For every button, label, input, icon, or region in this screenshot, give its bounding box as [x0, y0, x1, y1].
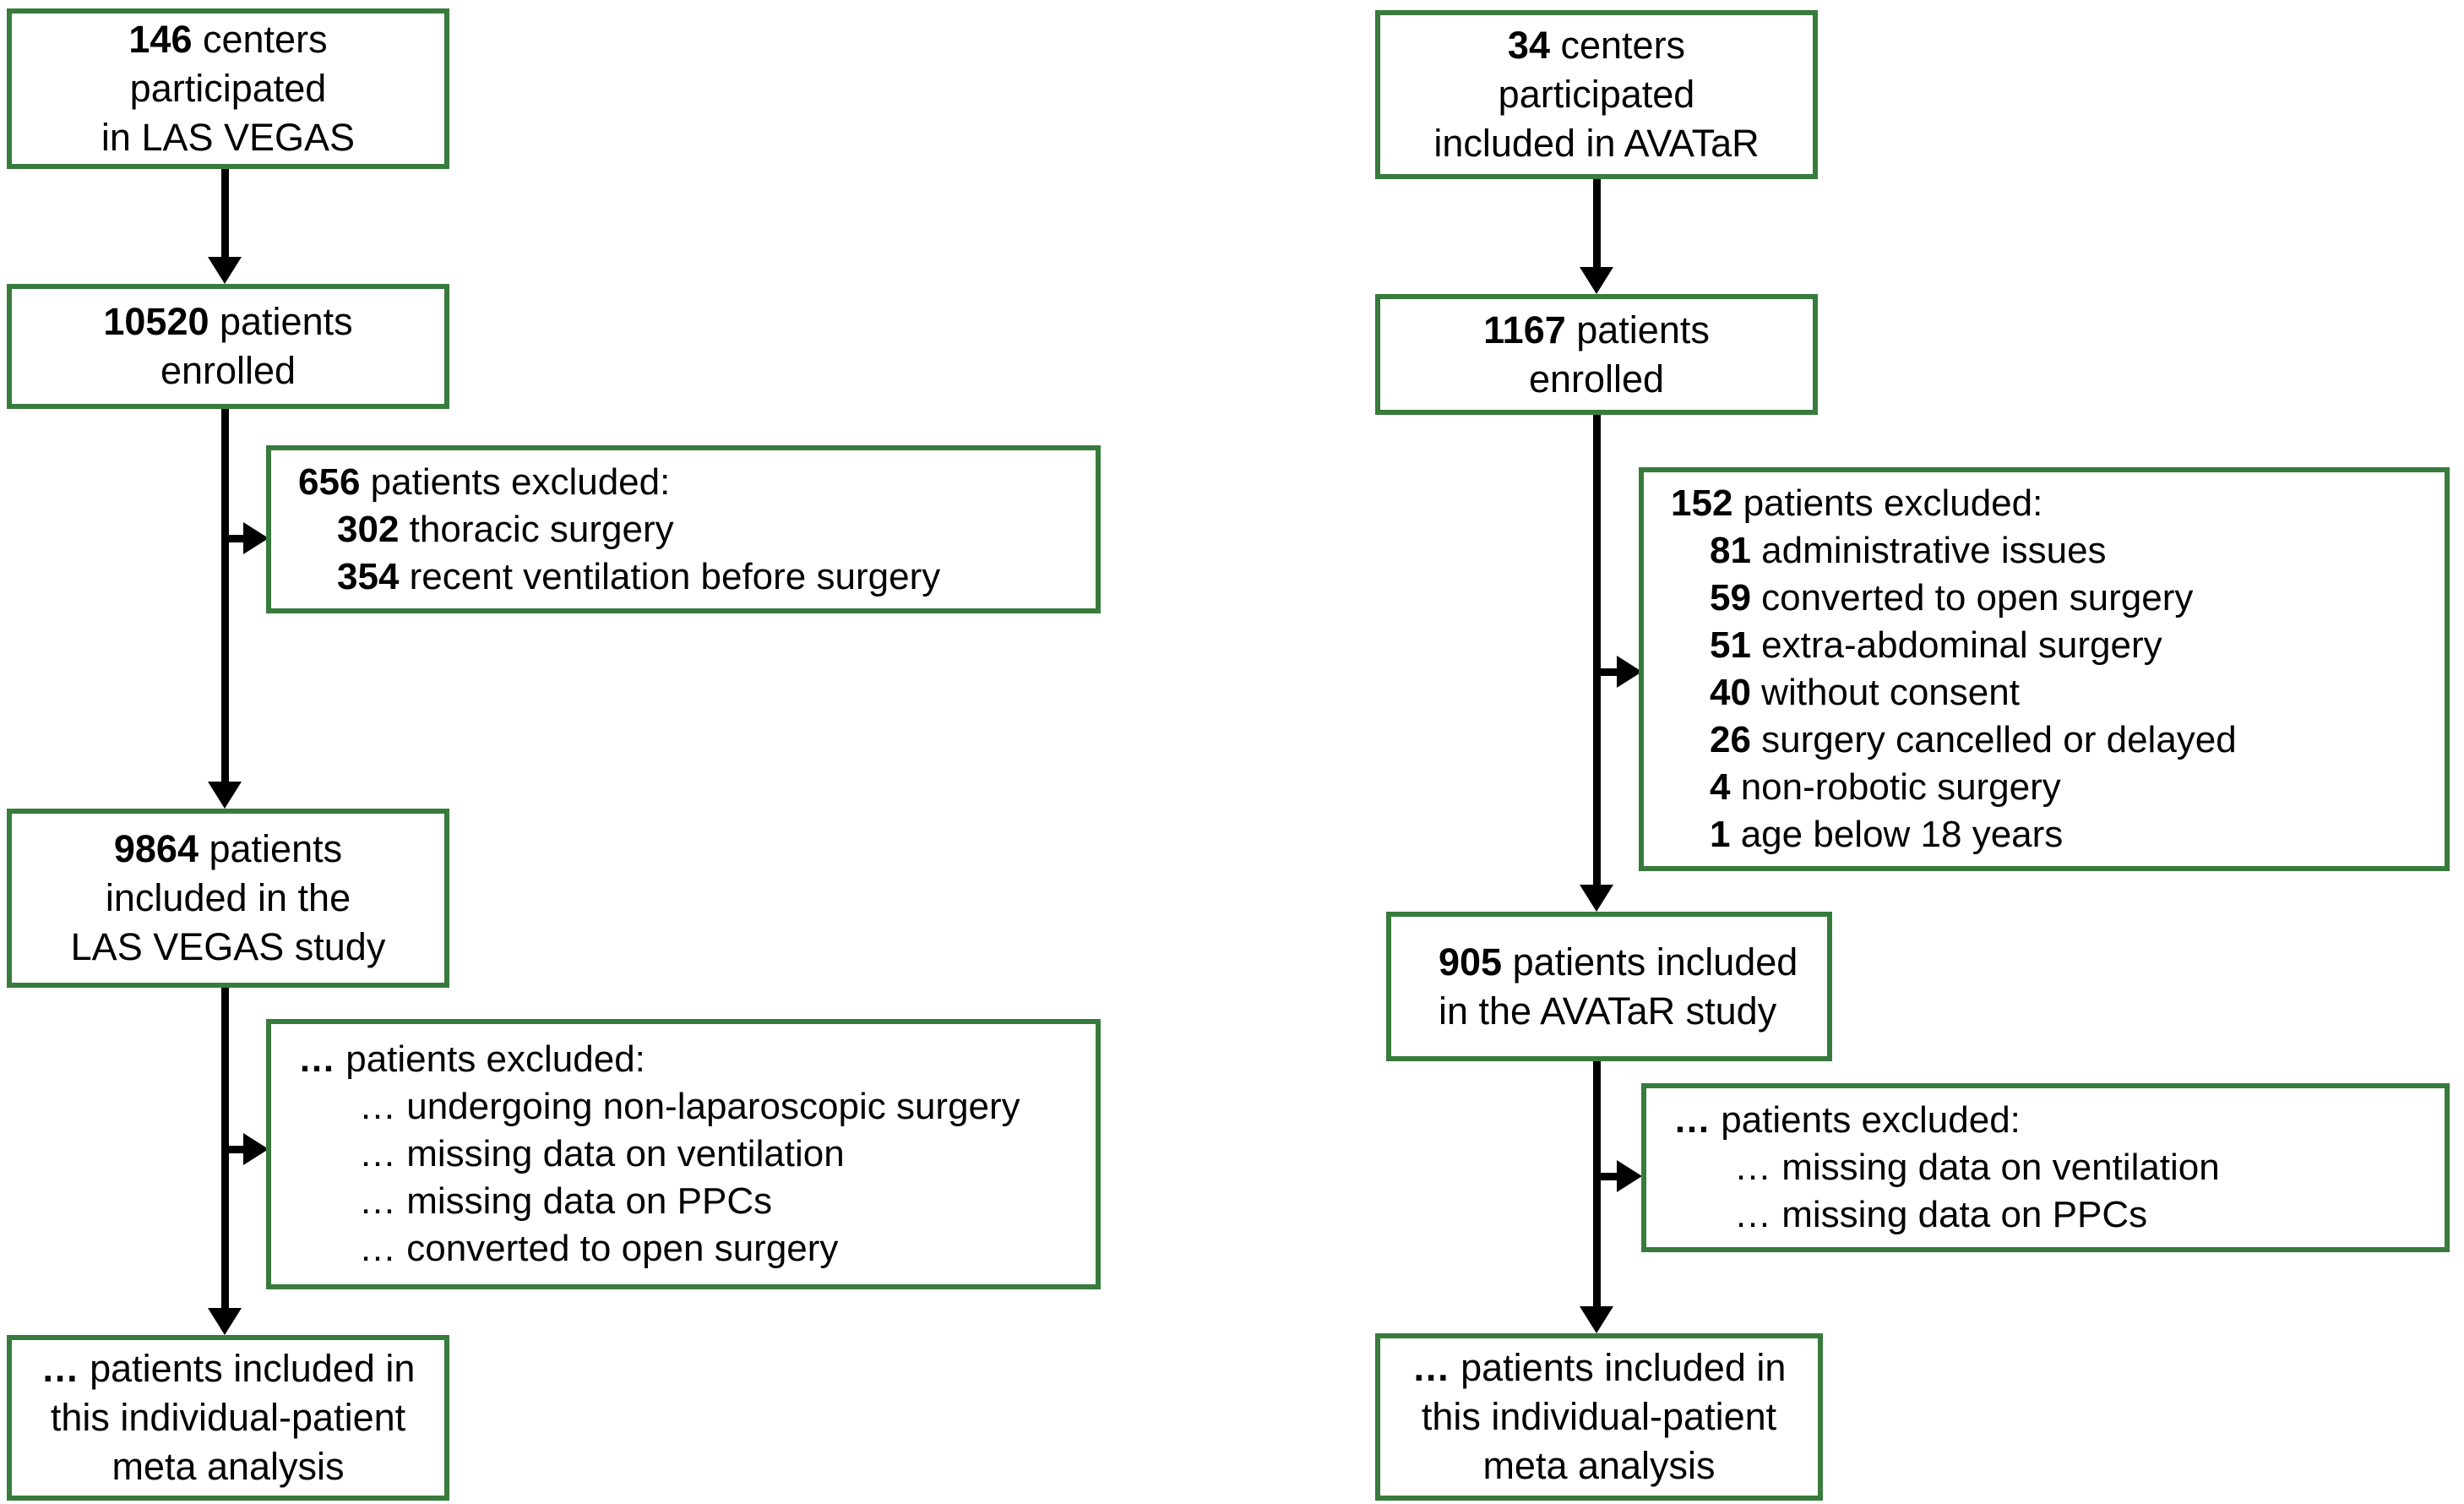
av-included-box: 905 patients included in the AVATaR stud… [1386, 912, 1832, 1061]
exclusion-header: … patients excluded: [1673, 1099, 2021, 1141]
box-line: … patients included in [1411, 1346, 1787, 1389]
exclusion-item: 302 thoracic surgery [337, 508, 674, 550]
box-line: 10520 patients [103, 300, 353, 343]
exclusion-item: 26 surgery cancelled or delayed [1710, 719, 2237, 760]
exclusion-item: … missing data on PPCs [359, 1180, 773, 1222]
av-enrolled-box: 1167 patients enrolled [1375, 294, 1818, 415]
lv-centers-box: 146 centers participated in LAS VEGAS [7, 8, 449, 169]
box-line: enrolled [1528, 357, 1665, 401]
box-line: LAS VEGAS study [70, 925, 386, 968]
av-arrow-down-3 [1593, 1061, 1601, 1306]
box-line: 146 centers [128, 18, 328, 61]
box-line: in the AVATaR study [1439, 989, 1777, 1033]
lv-enrolled-box: 10520 patients enrolled [7, 284, 449, 409]
lv-branch-arrow-2 [225, 1146, 250, 1153]
box-line: enrolled [160, 349, 296, 392]
av-branch-arrow-1 [1596, 668, 1622, 676]
lv-arrow-down-2 [221, 409, 229, 783]
exclusion-item: … missing data on PPCs [1734, 1194, 2148, 1235]
exclusion-item: 59 converted to open surgery [1710, 577, 2194, 618]
exclusion-item: 51 extra-abdominal surgery [1710, 624, 2162, 666]
av-arrow-down-2-head [1580, 885, 1613, 912]
lv-included-box: 9864 patients included in the LAS VEGAS … [7, 809, 449, 988]
box-line: included in AVATaR [1433, 122, 1760, 165]
box-line: participated [129, 67, 327, 110]
box-line: participated [1498, 73, 1695, 116]
av-arrow-down-2 [1593, 415, 1601, 885]
exclusion-item: 40 without consent [1710, 672, 2020, 713]
av-branch-arrow-1-head [1617, 656, 1642, 688]
exclusion-header: … patients excluded: [298, 1038, 645, 1080]
exclusion-item: … missing data on ventilation [1734, 1147, 2220, 1188]
box-line: 9864 patients [113, 827, 343, 870]
box-line: this individual-patient [50, 1396, 406, 1439]
av-arrow-down-3-head [1580, 1306, 1613, 1333]
lv-arrow-down-1 [221, 169, 229, 259]
av-arrow-down-1-head [1580, 267, 1613, 294]
av-arrow-down-1 [1593, 179, 1601, 269]
exclusion-header: 152 patients excluded: [1671, 482, 2043, 524]
av-meta-box: … patients included in this individual-p… [1375, 1333, 1823, 1501]
box-line: 1167 patients [1483, 308, 1710, 351]
lv-excluded-1-box: 656 patients excluded: 302 thoracic surg… [266, 445, 1101, 613]
lv-excluded-2-box: … patients excluded: … undergoing non-la… [266, 1019, 1101, 1289]
lv-arrow-down-2-head [208, 782, 242, 809]
av-excluded-1-box: 152 patients excluded: 81 administrative… [1639, 467, 2450, 871]
lv-branch-arrow-1-head [243, 522, 269, 554]
exclusion-item: … undergoing non-laparoscopic surgery [359, 1086, 1020, 1127]
lv-branch-arrow-1 [225, 535, 250, 542]
box-line: meta analysis [112, 1445, 345, 1488]
box-line: … patients included in [41, 1347, 416, 1390]
box-line: meta analysis [1482, 1444, 1716, 1487]
exclusion-item: … missing data on ventilation [359, 1133, 845, 1174]
lv-arrow-down-1-head [208, 257, 242, 284]
lv-branch-arrow-2-head [243, 1133, 269, 1165]
box-line: included in the [105, 876, 351, 919]
exclusion-item: 1 age below 18 years [1710, 814, 2064, 855]
exclusion-item: 81 administrative issues [1710, 530, 2107, 571]
av-branch-arrow-2-head [1617, 1160, 1642, 1192]
av-branch-arrow-2 [1596, 1173, 1622, 1180]
lv-meta-box: … patients included in this individual-p… [7, 1335, 449, 1501]
av-excluded-2-box: … patients excluded: … missing data on v… [1641, 1083, 2450, 1252]
box-line: in LAS VEGAS [101, 116, 356, 159]
exclusion-item: 4 non-robotic surgery [1710, 766, 2061, 808]
lv-arrow-down-3-head [208, 1308, 242, 1335]
exclusion-header: 656 patients excluded: [298, 460, 671, 503]
box-line: 905 patients included [1439, 940, 1798, 984]
exclusion-item: 354 recent ventilation before surgery [337, 555, 941, 597]
av-centers-box: 34 centers participated included in AVAT… [1375, 10, 1818, 179]
box-line: 34 centers [1507, 24, 1686, 67]
exclusion-item: … converted to open surgery [359, 1228, 839, 1269]
box-line: this individual-patient [1421, 1395, 1777, 1438]
